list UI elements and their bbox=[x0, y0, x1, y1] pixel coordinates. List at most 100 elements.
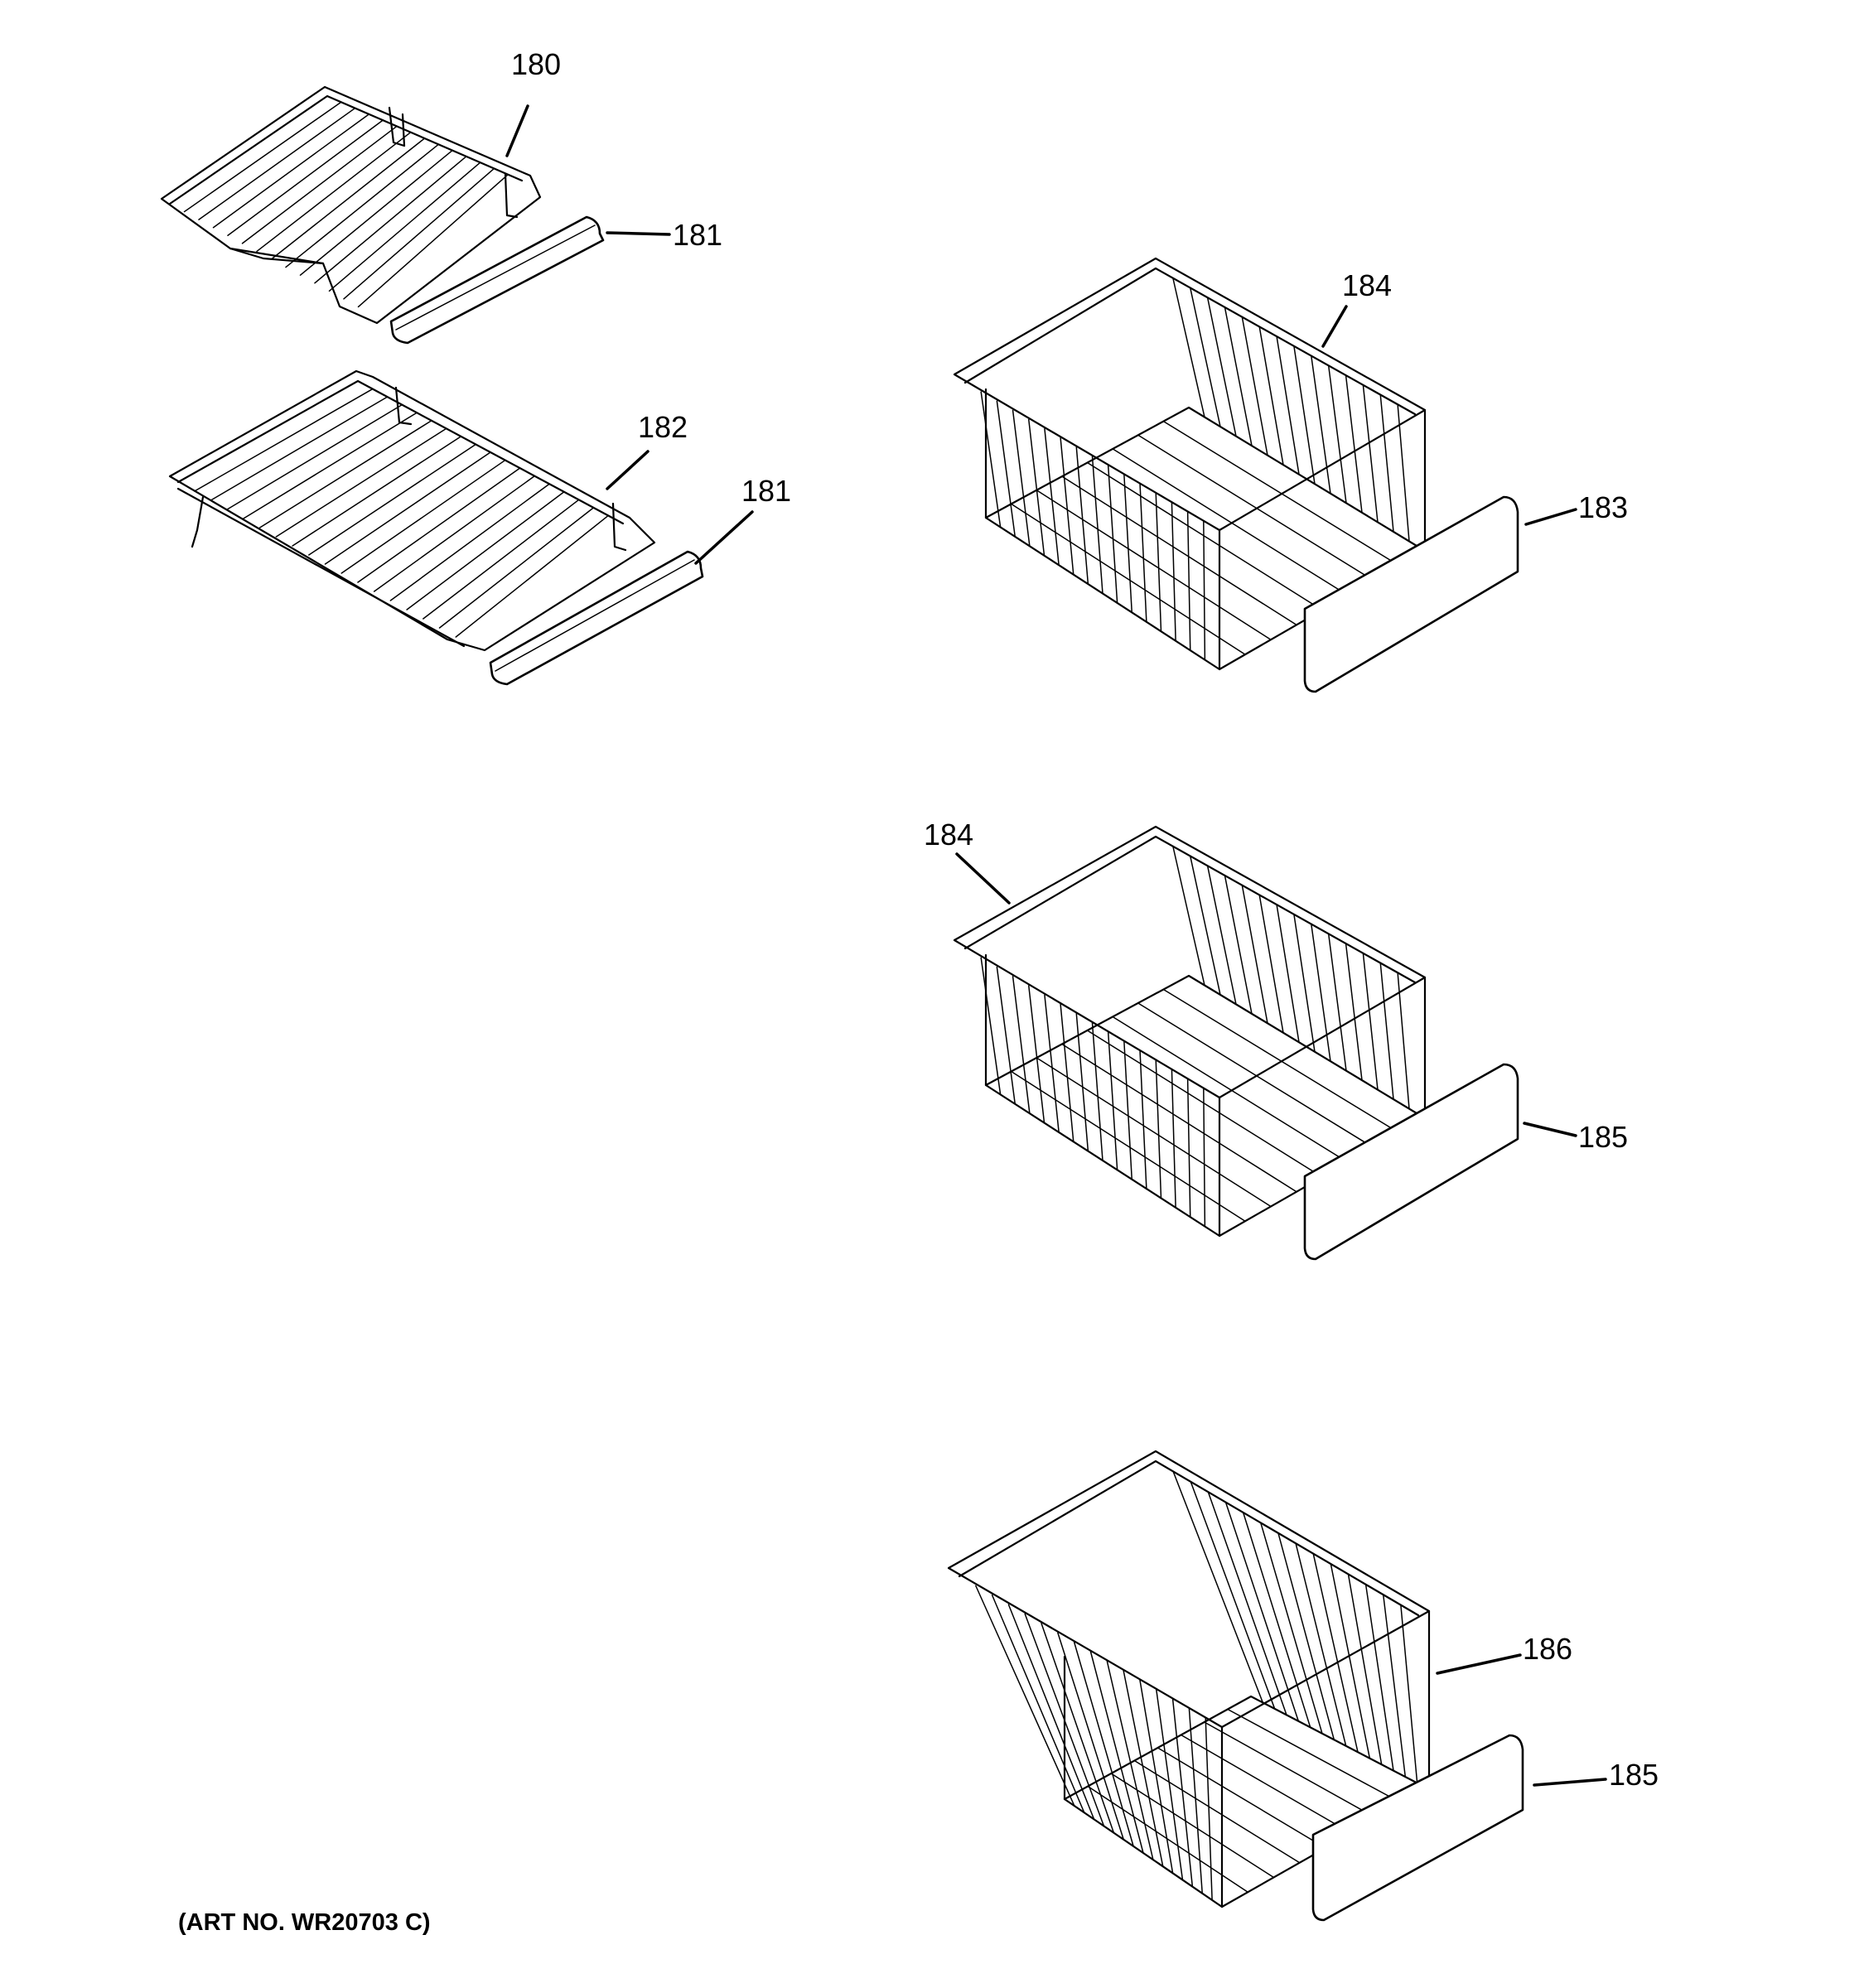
basket-front-panel-185-a bbox=[1303, 1063, 1519, 1261]
wire-rod bbox=[1362, 384, 1379, 524]
wire-rod bbox=[1224, 1501, 1300, 1722]
wire-rod bbox=[1044, 994, 1060, 1133]
wire-rod bbox=[1206, 297, 1237, 437]
wire-rod bbox=[198, 107, 356, 220]
wire-rod bbox=[1041, 1623, 1115, 1834]
wire-rod bbox=[1139, 1679, 1174, 1875]
wire-rod bbox=[1162, 420, 1400, 567]
wire-rod bbox=[1137, 1002, 1374, 1149]
leader-182 bbox=[606, 450, 650, 490]
wire-rod bbox=[210, 396, 389, 501]
wire-rod bbox=[1007, 1604, 1095, 1821]
wire-rod bbox=[1044, 427, 1060, 566]
wire-rod bbox=[1086, 1030, 1323, 1178]
wire-rod bbox=[1057, 1632, 1124, 1841]
wire-rod bbox=[423, 499, 580, 620]
wire-rod bbox=[1189, 855, 1221, 996]
wire-rod bbox=[1362, 953, 1379, 1091]
wire-rod bbox=[980, 391, 1002, 528]
wire-rod bbox=[1036, 1057, 1272, 1208]
wire-rod bbox=[324, 451, 491, 565]
wire-rod bbox=[996, 400, 1016, 538]
wire-rod bbox=[1010, 503, 1246, 655]
wire-rod bbox=[193, 388, 374, 492]
wire-rod bbox=[1224, 306, 1253, 446]
wire-rod bbox=[1012, 409, 1031, 548]
wire-rod bbox=[258, 420, 432, 528]
wire-rod bbox=[1186, 1078, 1191, 1218]
wire-rod bbox=[1180, 1734, 1352, 1834]
wire-rod bbox=[389, 483, 550, 601]
wire-rod bbox=[1276, 904, 1300, 1044]
wire-rod bbox=[1172, 845, 1205, 987]
shelf-trim-181-b bbox=[489, 550, 704, 686]
wire-rod bbox=[227, 119, 384, 237]
wire-rod bbox=[1106, 1660, 1154, 1860]
wire-rod bbox=[243, 412, 418, 519]
wire-rod bbox=[1364, 1584, 1394, 1772]
wire-rod bbox=[1258, 326, 1284, 466]
wire-rod bbox=[1107, 465, 1118, 604]
callout-182: 182 bbox=[638, 410, 688, 444]
wire-rod bbox=[1073, 1641, 1134, 1847]
wire-rod bbox=[1241, 316, 1268, 456]
wire-rod bbox=[1379, 393, 1394, 533]
shelf-trim-181-a bbox=[389, 215, 605, 345]
callout-185-b: 185 bbox=[1609, 1758, 1659, 1792]
wire-rod bbox=[1036, 490, 1272, 640]
wire-rod bbox=[1330, 1563, 1371, 1759]
wire-rod bbox=[1311, 923, 1331, 1062]
wire-rod bbox=[1137, 434, 1374, 581]
wire-rod bbox=[1012, 976, 1031, 1114]
wire-rod bbox=[1186, 511, 1191, 651]
wire-rod bbox=[1276, 335, 1300, 475]
wire-rod bbox=[373, 475, 536, 592]
wire-rod bbox=[1061, 475, 1297, 626]
wire-rod bbox=[1189, 287, 1221, 427]
wire-rod bbox=[1171, 1069, 1176, 1209]
wire-rod bbox=[1091, 1022, 1103, 1161]
wire-shelf-180 bbox=[160, 85, 542, 325]
wire-rod bbox=[1086, 461, 1323, 611]
wire-rod bbox=[285, 143, 440, 268]
wire-rod bbox=[1311, 355, 1331, 495]
wire-rod bbox=[1139, 483, 1147, 623]
callout-186: 186 bbox=[1523, 1632, 1572, 1666]
basket-front-panel-183 bbox=[1303, 495, 1519, 693]
callout-184-a: 184 bbox=[1342, 268, 1392, 302]
wire-rod bbox=[292, 436, 462, 547]
leader-180 bbox=[505, 104, 529, 157]
wire-rod bbox=[1293, 914, 1316, 1053]
callout-labels: 180 181 182 181 184 183 184 185 186 185 bbox=[511, 47, 1659, 1792]
wire-rod bbox=[1379, 962, 1394, 1100]
callout-180: 180 bbox=[511, 47, 561, 81]
wire-rod bbox=[1190, 1481, 1276, 1710]
wire-rod bbox=[1397, 972, 1410, 1110]
wire-rod bbox=[1277, 1532, 1335, 1741]
wire-rod bbox=[1028, 985, 1045, 1124]
wire-rod bbox=[1060, 437, 1074, 576]
wire-rod bbox=[1260, 1522, 1323, 1735]
wire-rod bbox=[1172, 1470, 1264, 1704]
wire-rod bbox=[1205, 1716, 1213, 1901]
leader-186 bbox=[1436, 1653, 1522, 1675]
wire-rod bbox=[1203, 520, 1206, 661]
wire-rod bbox=[1258, 894, 1284, 1034]
wire-rod bbox=[1206, 865, 1237, 1006]
wire-rod bbox=[1123, 474, 1132, 614]
wire-rod bbox=[357, 173, 509, 308]
wire-rod bbox=[1227, 1708, 1404, 1805]
wire-rod bbox=[308, 443, 476, 556]
wire-rod bbox=[1024, 1613, 1105, 1827]
leader-185-a bbox=[1523, 1122, 1577, 1137]
wire-rod bbox=[1061, 1043, 1297, 1193]
wire-rod bbox=[226, 403, 403, 510]
wire-rod bbox=[314, 156, 467, 284]
wire-rod bbox=[1241, 884, 1268, 1025]
wire-shelf-182 bbox=[168, 369, 656, 652]
wire-rod bbox=[1157, 1747, 1326, 1849]
wire-rod bbox=[1327, 933, 1347, 1072]
wire-rod bbox=[1075, 1013, 1089, 1152]
leader-184-b bbox=[955, 852, 1011, 905]
